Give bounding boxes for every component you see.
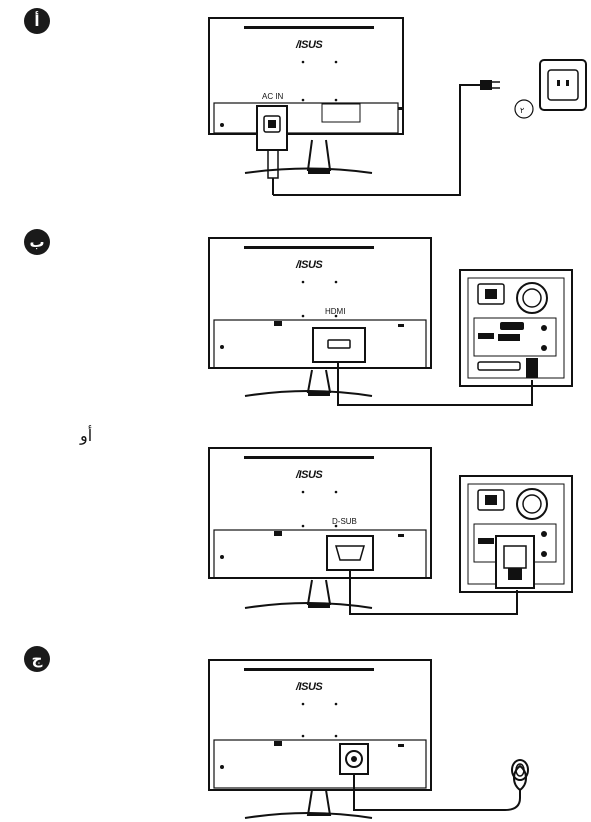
- ac-in-label: AC IN: [262, 92, 284, 101]
- step-c-badge: ج: [24, 646, 50, 672]
- step-a-badge: أ: [24, 8, 50, 34]
- monitor-logo: /ISUS: [295, 259, 323, 271]
- monitor-lock: /ISUS: [208, 659, 529, 819]
- or-text: أو: [80, 426, 93, 445]
- monitor-logo: /ISUS: [295, 469, 323, 481]
- monitor-logo: /ISUS: [295, 681, 323, 693]
- dsub-label: D-SUB: [332, 517, 357, 526]
- monitor-hdmi: /ISUS HDMI: [208, 237, 573, 406]
- monitor-ac-in: /ISUS ٢ AC IN: [208, 17, 587, 196]
- monitor-dsub: /ISUS D-SUB: [208, 447, 573, 615]
- plug-callout: ٢: [520, 106, 524, 115]
- monitor-logo: /ISUS: [295, 39, 323, 51]
- step-b-badge: ب: [24, 229, 50, 255]
- hdmi-label: HDMI: [325, 307, 345, 316]
